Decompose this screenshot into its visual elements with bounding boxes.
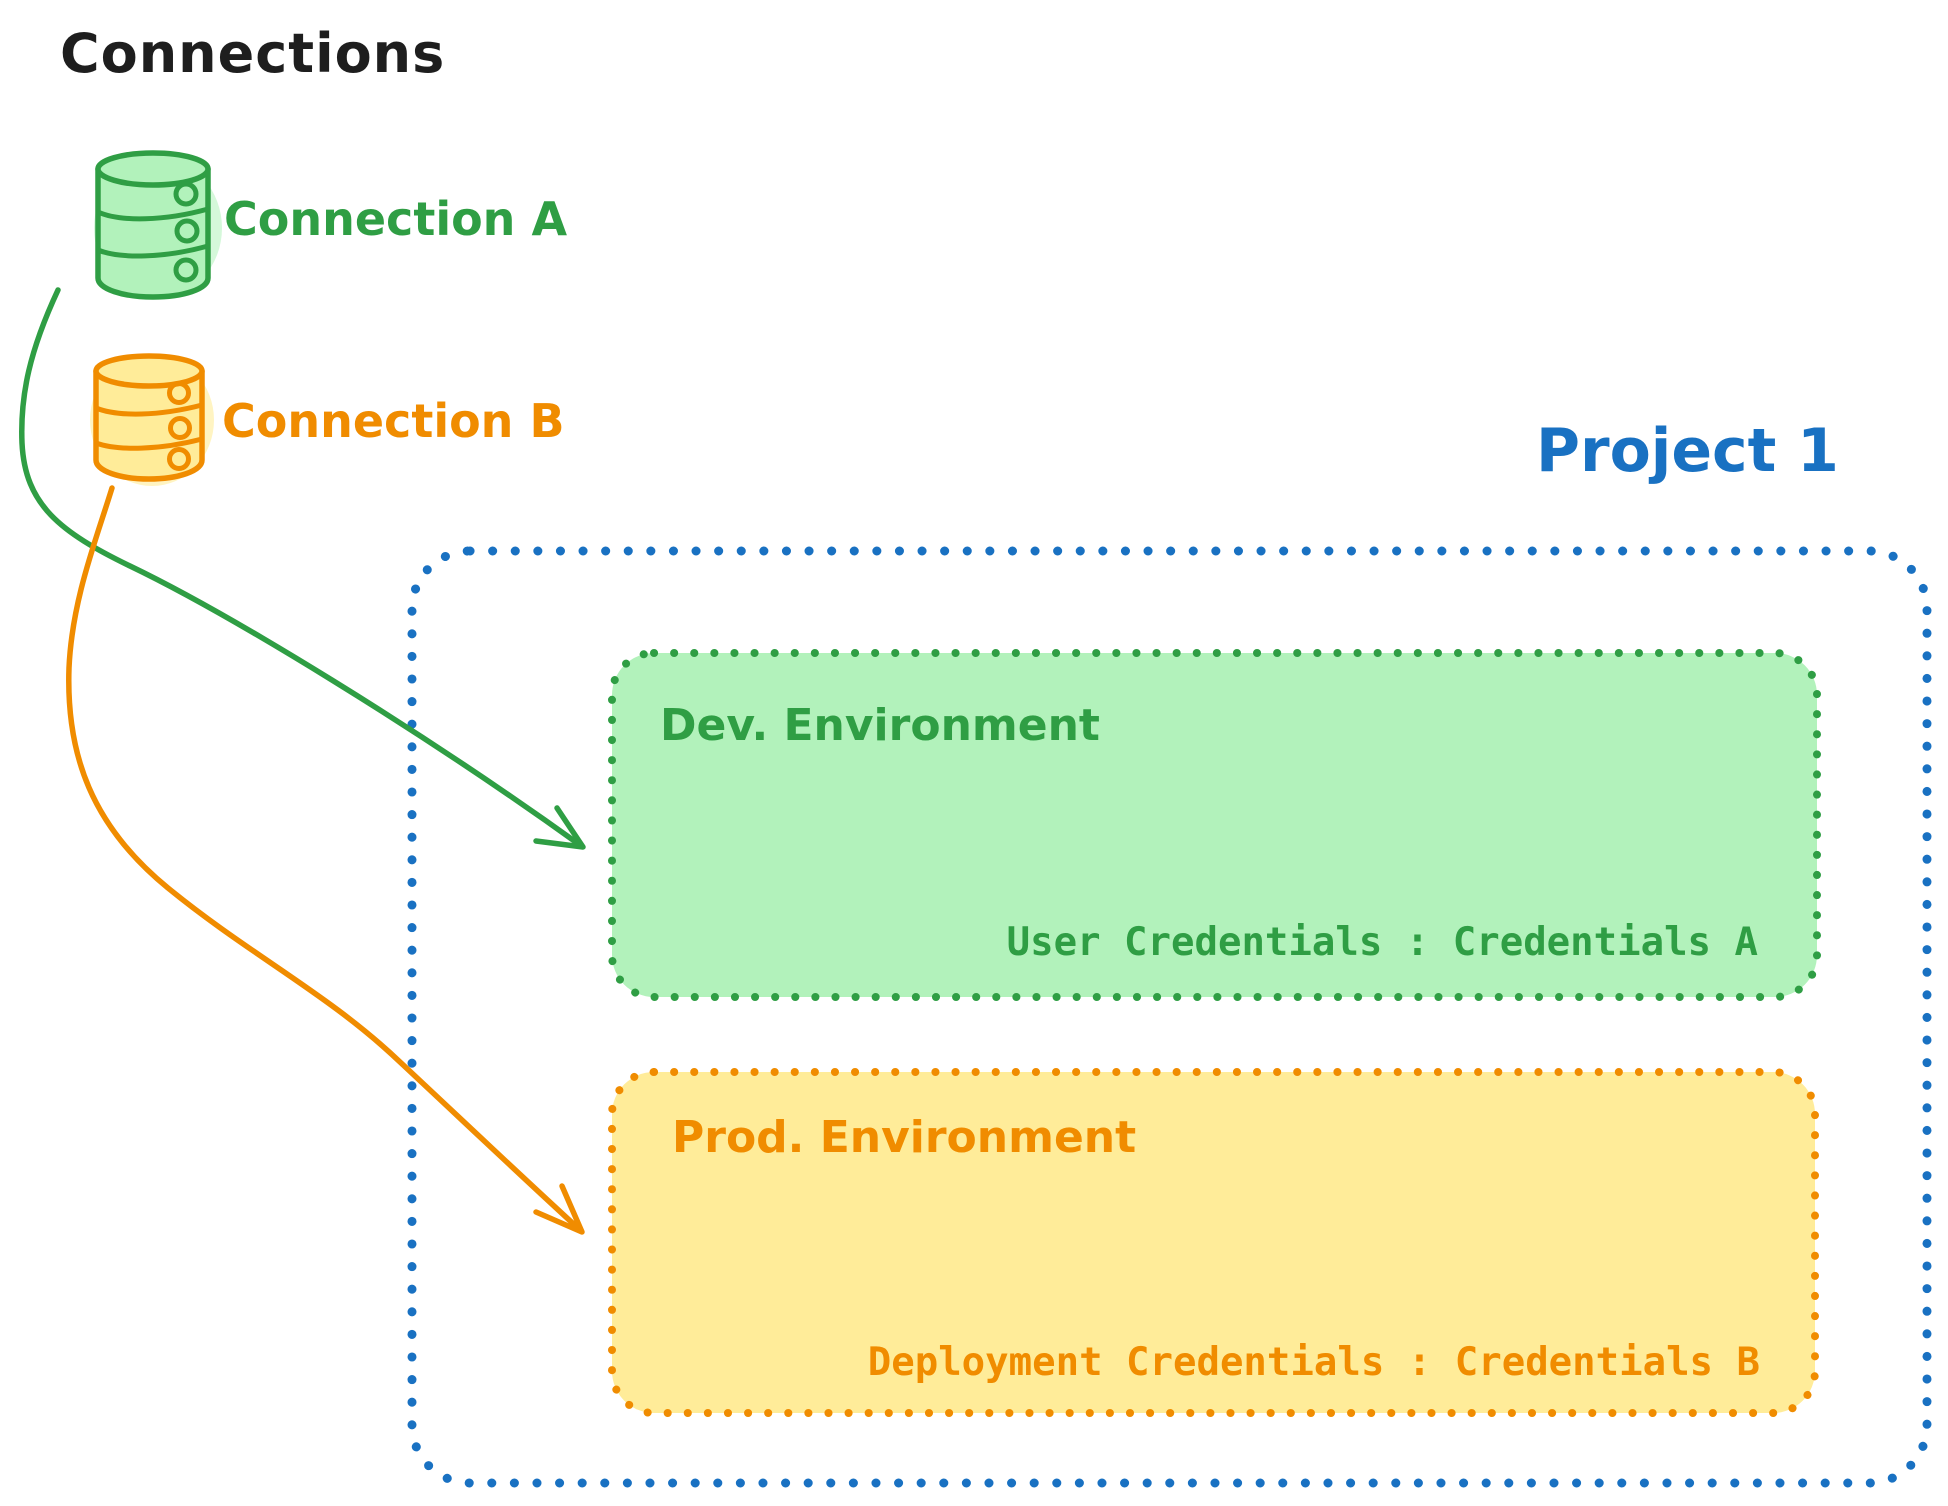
database-icon-green [94,150,222,300]
project-boundary-box [407,546,1932,1488]
project-title: Project 1 [1536,416,1839,486]
connection-b-label: Connection B [222,394,565,448]
connection-b-arrow [66,485,585,1235]
dev-environment-title: Dev. Environment [660,700,1100,751]
connection-a-arrow [19,287,586,850]
prod-environment-box [608,1068,1819,1417]
dev-credentials-text: User Credentials : Credentials A [1006,920,1758,965]
connection-a-label: Connection A [224,192,568,246]
prod-credentials-text: Deployment Credentials : Credentials B [867,1340,1760,1385]
prod-environment-title: Prod. Environment [672,1112,1137,1163]
arrowhead-icon [533,805,586,850]
dev-environment-box [608,649,1821,1001]
diagram-title: Connections [60,22,446,85]
database-icon-orange [90,353,214,486]
arrowhead-icon [533,1183,585,1235]
